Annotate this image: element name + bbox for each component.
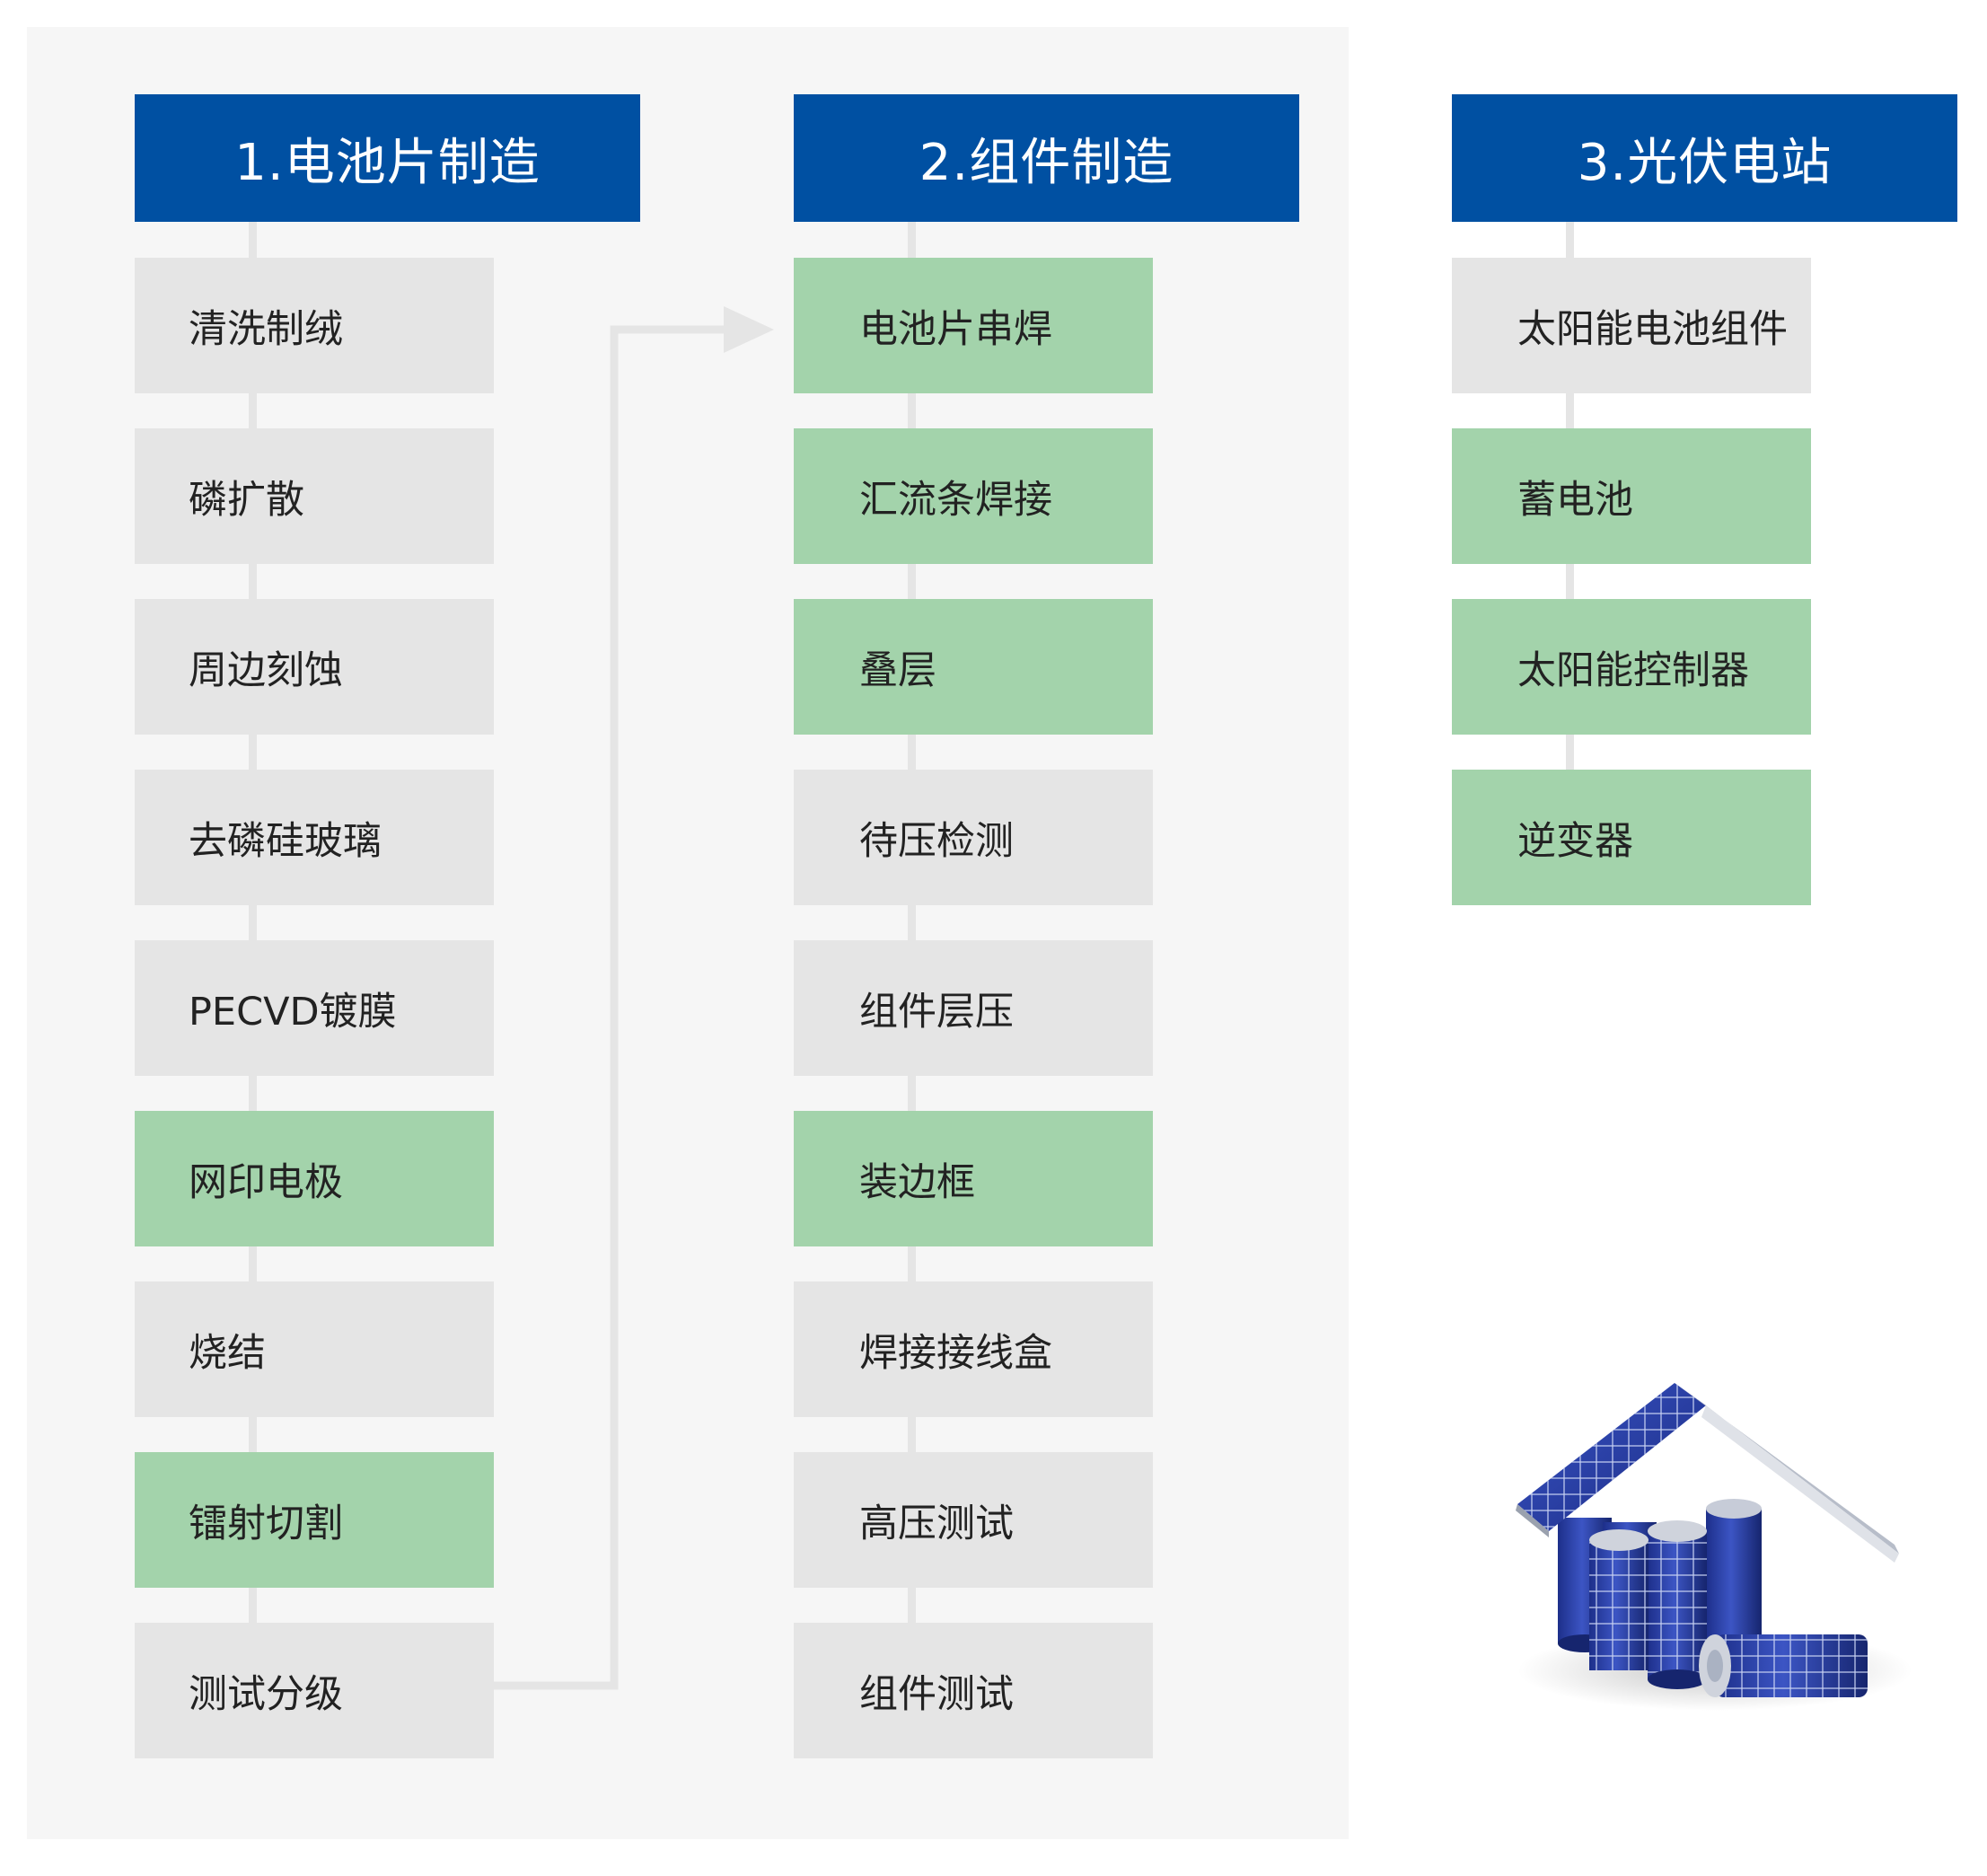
solar-battery-house-icon — [1516, 1383, 1912, 1711]
step-box: 烧结 — [135, 1281, 494, 1417]
step-box: 镭射切割 — [135, 1452, 494, 1588]
step-box: 网印电极 — [135, 1111, 494, 1246]
step-box: 高压测试 — [794, 1452, 1153, 1588]
step-box: 测试分级 — [135, 1623, 494, 1758]
step-box: 太阳能控制器 — [1452, 599, 1811, 735]
arrow-head-icon — [724, 306, 774, 353]
step-box: 组件层压 — [794, 940, 1153, 1076]
step-box: 装边框 — [794, 1111, 1153, 1246]
step-box: PECVD镀膜 — [135, 940, 494, 1076]
step-box: 磷扩散 — [135, 428, 494, 564]
step-box: 汇流条焊接 — [794, 428, 1153, 564]
step-box: 去磷硅玻璃 — [135, 770, 494, 905]
column-header: 1.电池片制造 — [135, 94, 640, 222]
step-box: 叠层 — [794, 599, 1153, 735]
step-box: 太阳能电池组件 — [1452, 258, 1811, 393]
step-box: 周边刻蚀 — [135, 599, 494, 735]
step-box: 组件测试 — [794, 1623, 1153, 1758]
column-header: 2.组件制造 — [794, 94, 1299, 222]
step-box: 电池片串焊 — [794, 258, 1153, 393]
step-box: 清洗制绒 — [135, 258, 494, 393]
step-box: 蓄电池 — [1452, 428, 1811, 564]
step-box: 待压检测 — [794, 770, 1153, 905]
column-header: 3.光伏电站 — [1452, 94, 1957, 222]
step-box: 逆变器 — [1452, 770, 1811, 905]
step-box: 焊接接线盒 — [794, 1281, 1153, 1417]
